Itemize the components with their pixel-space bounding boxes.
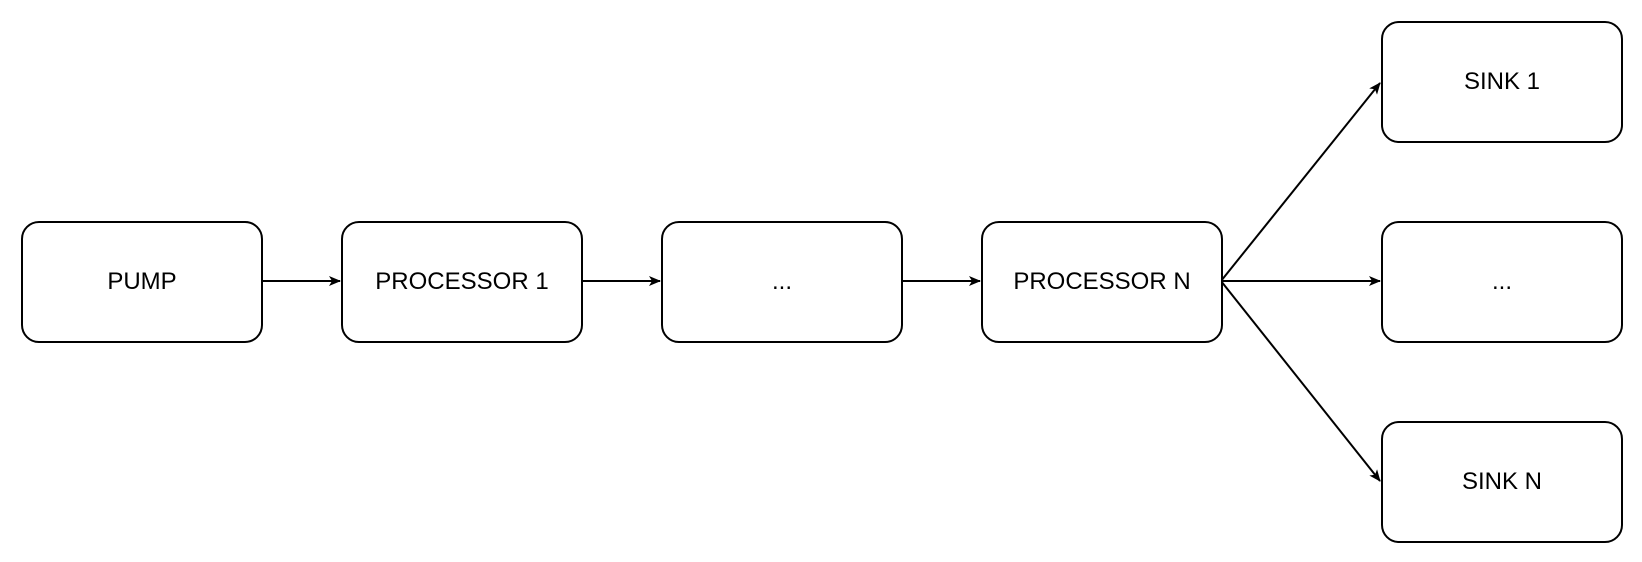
node-label: SINK 1 [1463,68,1541,95]
node-sink-n[interactable]: SINK N [1381,421,1623,543]
node-processor-n[interactable]: PROCESSOR N [981,221,1223,343]
node-label: SINK N [1461,468,1542,495]
node-sink-ellipsis[interactable]: ... [1381,221,1623,343]
edge-processorN-sink1 [1220,82,1381,282]
edge-processorN-sinkN [1220,280,1381,482]
node-processor-ellipsis[interactable]: ... [661,221,903,343]
node-label: ... [1491,268,1512,295]
node-sink-1[interactable]: SINK 1 [1381,21,1623,143]
node-pump[interactable]: PUMP [21,221,263,343]
node-processor-1[interactable]: PROCESSOR 1 [341,221,583,343]
node-label: PROCESSOR 1 [375,268,549,295]
node-label: ... [771,268,792,295]
node-label: PROCESSOR N [1013,268,1191,295]
node-label: PUMP [107,268,177,295]
